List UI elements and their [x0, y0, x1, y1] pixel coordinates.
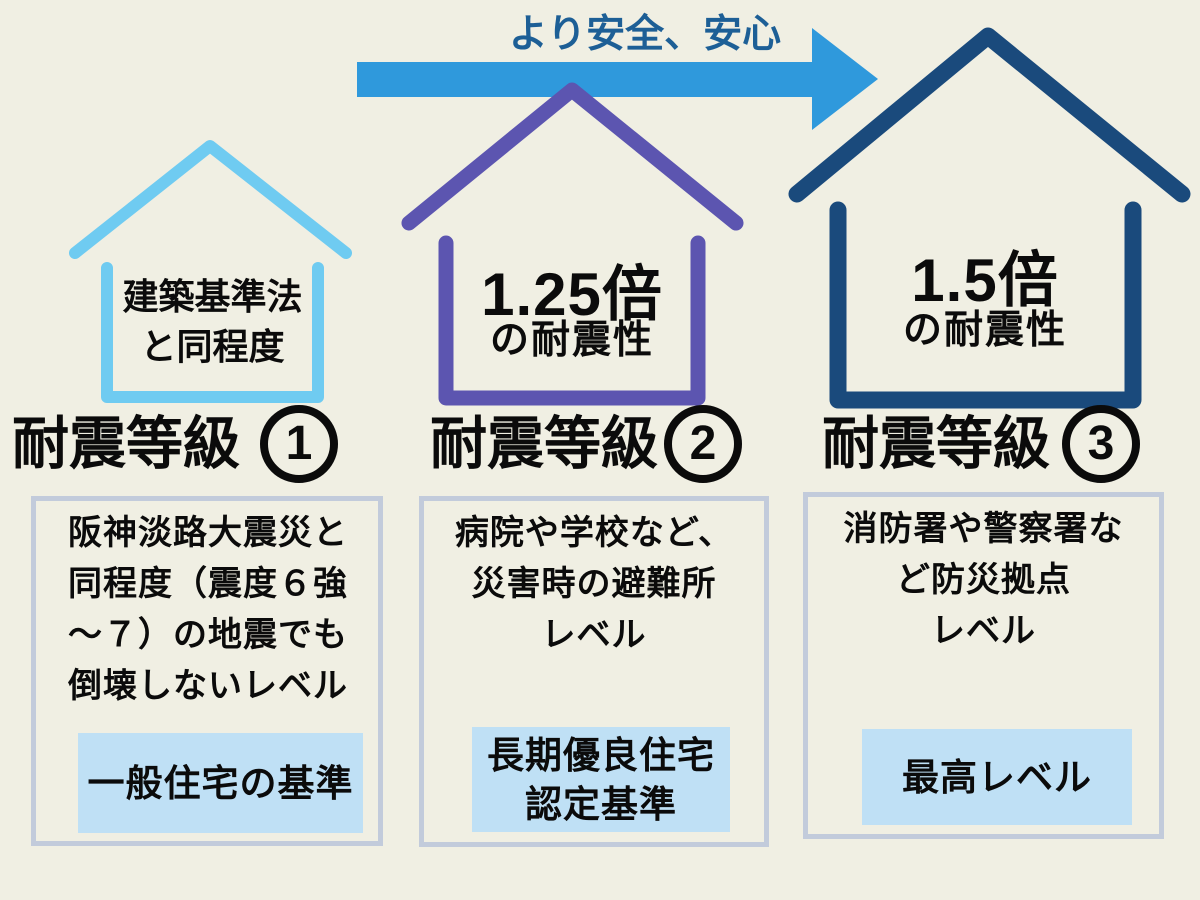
house-2-caption-sub: の耐震性 — [489, 319, 654, 362]
grade-label-2: 耐震等級 2 — [430, 404, 742, 484]
description-text-2: 病院や学校など、 災害時の避難所 レベル — [454, 514, 734, 654]
highlight-badge-2: 長期優良住宅 認定基準 — [472, 727, 730, 832]
house-3-roof-icon — [788, 27, 1191, 203]
house-3-caption-big: 1.5倍 — [911, 247, 1059, 314]
house-1-roof-icon — [69, 140, 352, 259]
house-2-wall-icon — [438, 235, 706, 406]
house-3-caption-sub: の耐震性 — [902, 309, 1067, 352]
house-1-wall-icon — [101, 262, 324, 403]
grade-label-3: 耐震等級 3 — [822, 404, 1140, 484]
grade-label-2-text: 耐震等級 — [430, 412, 658, 476]
grade-label-1-text: 耐震等級 — [12, 412, 240, 476]
grade-label-3-text: 耐震等級 — [822, 412, 1050, 476]
description-text-3: 消防署や警察署な ど防災拠点 レベル — [843, 510, 1124, 650]
safety-direction-arrow-icon — [357, 28, 878, 130]
house-1-caption: 建築基準法 と同程度 — [122, 276, 303, 367]
grade-1-number: 1 — [285, 417, 313, 470]
house-3-wall-icon — [829, 201, 1142, 409]
grade-1-number-badge: 1 — [260, 405, 338, 483]
highlight-badge-1: 一般住宅の基準 — [78, 733, 363, 833]
house-2-caption-big: 1.25倍 — [481, 261, 663, 328]
description-text-1: 阪神淡路大震災と 同程度（震度６強 〜７）の地震でも 倒壊しないレベル — [68, 514, 348, 705]
house-2-roof-icon — [401, 82, 744, 231]
arrow-caption: より安全、安心 — [508, 13, 782, 56]
grade-3-number: 3 — [1087, 417, 1115, 470]
highlight-badge-3: 最高レベル — [862, 729, 1132, 825]
grade-2-number-badge: 2 — [664, 405, 742, 483]
grade-label-1: 耐震等級 1 — [12, 404, 338, 484]
grade-2-number: 2 — [689, 417, 717, 470]
grade-3-number-badge: 3 — [1062, 405, 1140, 483]
